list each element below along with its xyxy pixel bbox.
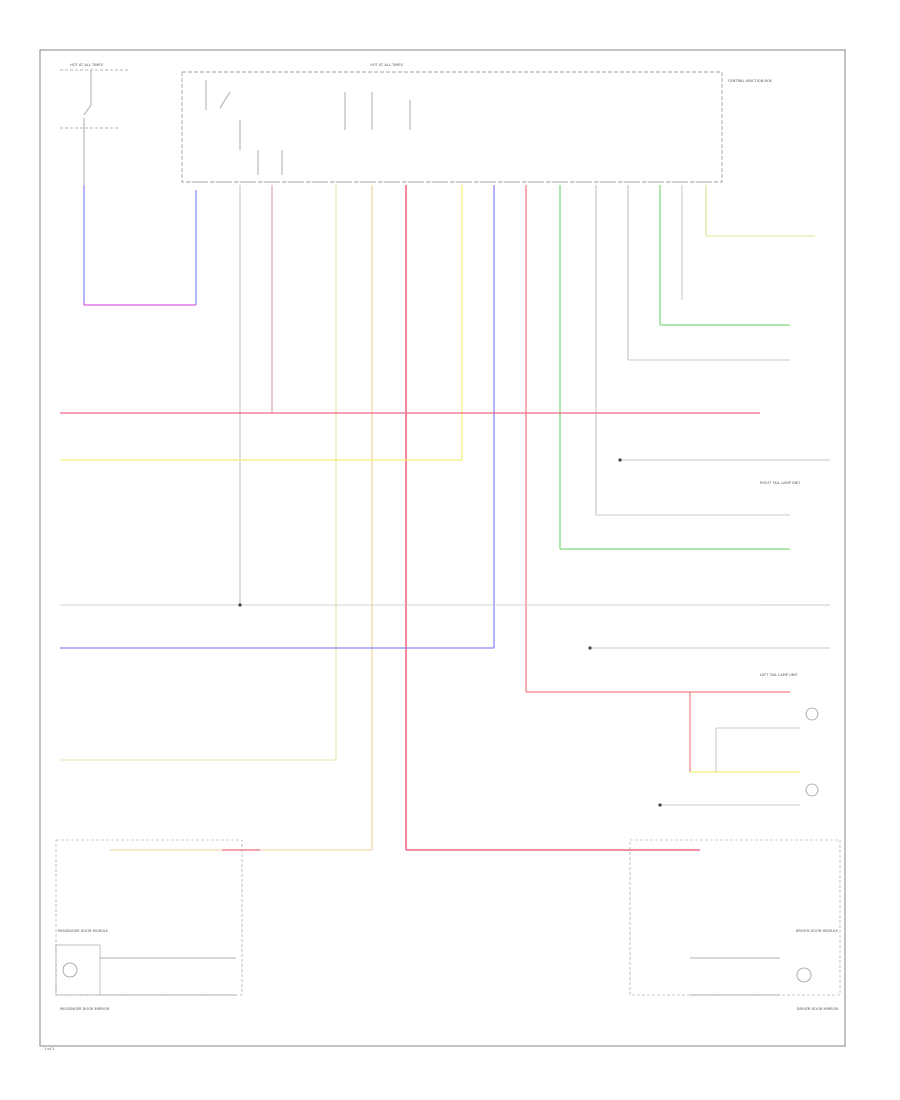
driver-mirror-label: DRIVER DOOR MIRROR [797,1007,839,1011]
driver-module-label: DRIVER DOOR MODULE [796,929,839,933]
wire-fuse-loop [83,185,197,306]
page-ref: 1 of 2 [44,1047,54,1051]
cjb-title: HOT AT ALL TIMES [370,63,404,67]
driver-door-module: DRIVER DOOR MIRROR DRIVER DOOR MODULE [629,839,841,1011]
passenger-door-module: PASSENGER DOOR MIRROR PASSENGER DOOR MOD… [55,839,243,1011]
fuse-box-left-label: HOT AT ALL TIMES [70,63,104,67]
junction-dots [238,458,662,807]
cjb-label: CENTRAL JUNCTION BOX [728,79,772,83]
left-tail-label: LEFT TAIL LAMP UNIT [760,673,799,677]
passenger-module-label: PASSENGER DOOR MODULE [58,929,109,933]
right-tail-label: RIGHT TAIL LAMP UNIT [760,481,801,485]
cjb-output-wires [239,185,707,850]
diagram-border [39,49,846,1047]
horizontal-wires [60,235,830,851]
lamp-symbols [62,707,819,983]
passenger-mirror-label: PASSENGER DOOR MIRROR [60,1007,110,1011]
fuse-box-left: HOT AT ALL TIMES [60,63,128,185]
central-junction-box: HOT AT ALL TIMES CENTRAL JUNCTION BOX [181,63,772,183]
